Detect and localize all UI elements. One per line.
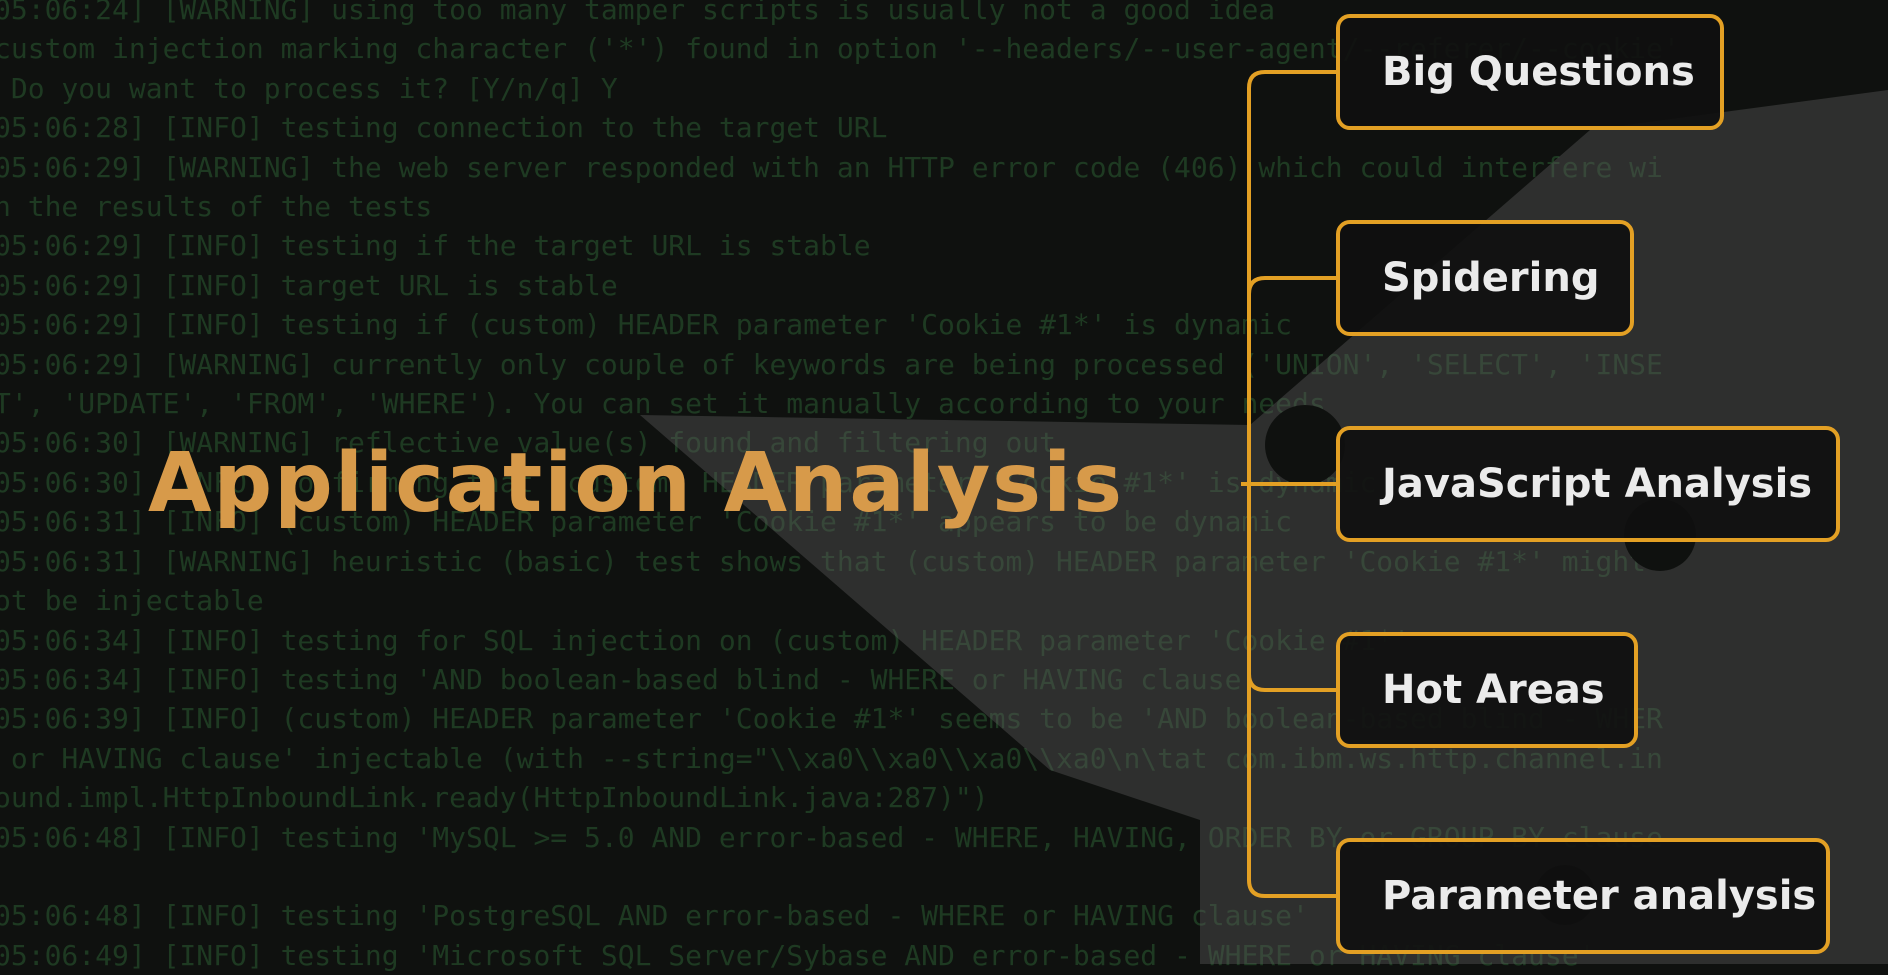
- log-line: 05:06:34] [INFO] testing for SQL injecti…: [0, 623, 1411, 657]
- node-spidering: Spidering: [1336, 220, 1634, 336]
- diagram-title: Application Analysis: [148, 436, 1125, 531]
- log-line: h the results of the tests: [0, 190, 433, 224]
- node-javascript-analysis: JavaScript Analysis: [1336, 426, 1840, 542]
- log-line: 05:06:29] [WARNING] currently only coupl…: [0, 347, 1663, 381]
- log-line: 05:06:29] [INFO] target URL is stable: [0, 268, 618, 302]
- log-line: 05:06:48] [INFO] testing 'PostgreSQL AND…: [0, 899, 1309, 933]
- log-line: or HAVING clause' injectable (with --str…: [0, 741, 1663, 775]
- log-line: 05:06:31] [WARNING] heuristic (basic) te…: [0, 544, 1647, 578]
- log-line: 05:06:24] [WARNING] using too many tampe…: [0, 0, 1276, 26]
- node-hot-areas: Hot Areas: [1336, 632, 1638, 748]
- log-line: 05:06:29] [WARNING] the web server respo…: [0, 150, 1663, 184]
- node-big-questions: Big Questions: [1336, 14, 1724, 130]
- log-line: Do you want to process it? [Y/n/q] Y: [0, 71, 618, 105]
- log-line: 05:06:29] [INFO] testing if the target U…: [0, 229, 871, 263]
- log-line: 05:06:28] [INFO] testing connection to t…: [0, 111, 888, 145]
- log-line: ound.impl.HttpInboundLink.ready(HttpInbo…: [0, 781, 989, 815]
- log-line: 05:06:48] [INFO] testing 'MySQL >= 5.0 A…: [0, 820, 1663, 854]
- log-line: 05:06:31] [INFO] (custom) HEADER paramet…: [0, 505, 1293, 539]
- log-line: ot be injectable: [0, 584, 264, 618]
- log-line: 05:06:29] [INFO] testing if (custom) HEA…: [0, 308, 1293, 342]
- node-parameter-analysis: Parameter analysis: [1336, 838, 1830, 954]
- log-line: 05:06:30] [WARNING] reflective value(s) …: [0, 426, 1057, 460]
- branch-line-spidering: [1247, 276, 1338, 295]
- branch-line-hot-areas: [1247, 673, 1338, 692]
- log-line: 05:06:34] [INFO] testing 'AND boolean-ba…: [0, 662, 1259, 696]
